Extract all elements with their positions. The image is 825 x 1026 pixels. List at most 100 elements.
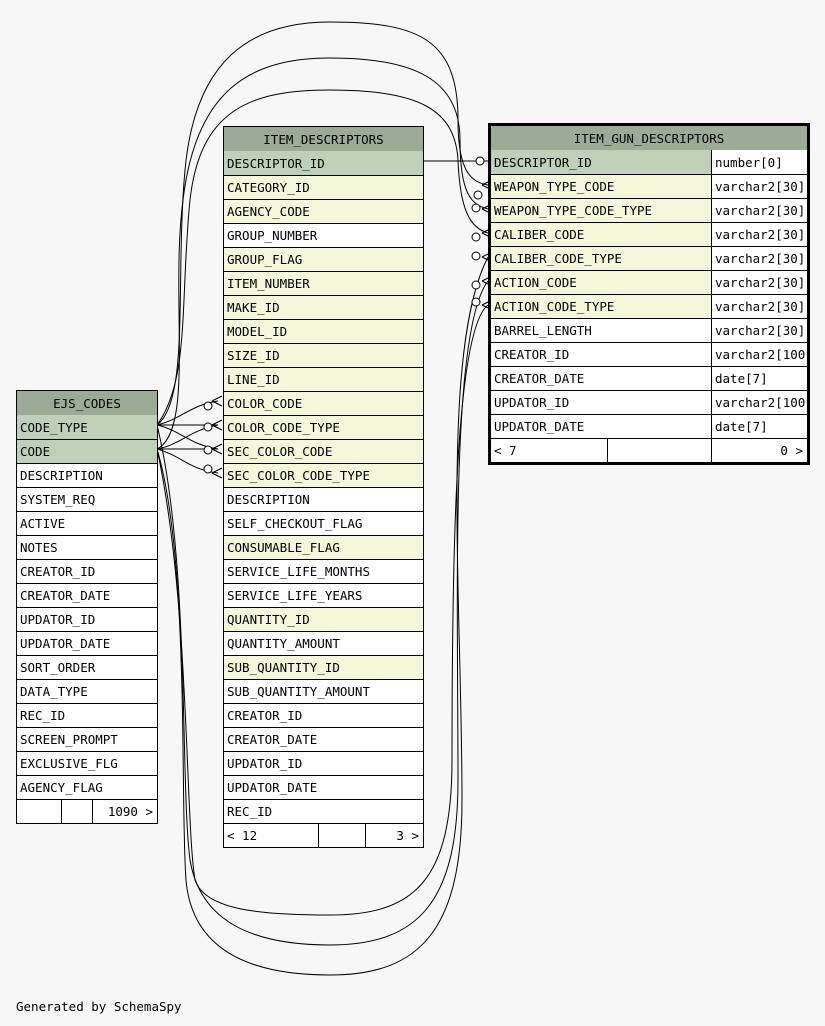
column-row[interactable]: SEC_COLOR_CODE <box>224 439 423 463</box>
column-name: CODE <box>17 440 157 463</box>
column-name: CATEGORY_ID <box>224 176 423 199</box>
edge-weapon-type-code-type <box>156 57 489 450</box>
column-row[interactable]: SEC_COLOR_CODE_TYPE <box>224 463 423 487</box>
column-row[interactable]: AGENCY_FLAG <box>17 775 157 799</box>
column-row[interactable]: SORT_ORDER <box>17 655 157 679</box>
column-type: varchar2[30] <box>711 319 807 342</box>
column-name: SUB_QUANTITY_AMOUNT <box>224 680 423 703</box>
column-name: UPDATOR_ID <box>491 391 711 414</box>
column-type: varchar2[30] <box>711 271 807 294</box>
column-type: varchar2[30] <box>711 199 807 222</box>
column-name: CALIBER_CODE <box>491 223 711 246</box>
column-row[interactable]: SYSTEM_REQ <box>17 487 157 511</box>
column-name: ACTION_CODE_TYPE <box>491 295 711 318</box>
column-row[interactable]: ACTIVE <box>17 511 157 535</box>
footer-left <box>17 800 61 823</box>
column-name: SERVICE_LIFE_YEARS <box>224 584 423 607</box>
column-row[interactable]: MODEL_ID <box>224 319 423 343</box>
column-row[interactable]: LINE_ID <box>224 367 423 391</box>
column-name: AGENCY_FLAG <box>17 776 157 799</box>
column-name: WEAPON_TYPE_CODE <box>491 175 711 198</box>
column-row[interactable]: UPDATOR_DATE <box>17 631 157 655</box>
column-name: CREATOR_DATE <box>224 728 423 751</box>
footer-left: < 12 <box>227 828 258 843</box>
column-row[interactable]: CODE <box>17 439 157 463</box>
footer-right: 3 > <box>365 824 423 847</box>
column-row[interactable]: SERVICE_LIFE_MONTHS <box>224 559 423 583</box>
footer-right: 1090 > <box>92 800 157 823</box>
column-name: EXCLUSIVE_FLG <box>17 752 157 775</box>
column-row[interactable]: UPDATOR_ID <box>224 751 423 775</box>
column-row[interactable]: SIZE_ID <box>224 343 423 367</box>
column-row[interactable]: REC_ID <box>224 799 423 823</box>
column-name: UPDATOR_ID <box>224 752 423 775</box>
column-type: varchar2[100] <box>711 343 807 366</box>
column-row[interactable]: QUANTITY_ID <box>224 607 423 631</box>
column-row[interactable]: SELF_CHECKOUT_FLAG <box>224 511 423 535</box>
column-name: SORT_ORDER <box>17 656 157 679</box>
column-row[interactable]: REC_ID <box>17 703 157 727</box>
column-type: date[7] <box>711 367 807 390</box>
column-name: DESCRIPTOR_ID <box>224 151 423 175</box>
column-row[interactable]: CREATOR_ID <box>17 559 157 583</box>
column-row[interactable]: CREATOR_DATE <box>17 583 157 607</box>
column-name: SELF_CHECKOUT_FLAG <box>224 512 423 535</box>
column-row[interactable]: SCREEN_PROMPT <box>17 727 157 751</box>
edge-action-code-type <box>156 304 489 916</box>
column-name: GROUP_FLAG <box>224 248 423 271</box>
column-row[interactable]: UPDATOR_ID <box>17 607 157 631</box>
column-row[interactable]: ITEM_NUMBER <box>224 271 423 295</box>
column-row[interactable]: DATA_TYPE <box>17 679 157 703</box>
column-row[interactable]: UPDATOR_DATE <box>224 775 423 799</box>
edge-caliber-code <box>156 89 489 426</box>
column-row[interactable]: EXCLUSIVE_FLG <box>17 751 157 775</box>
column-row[interactable]: SERVICE_LIFE_YEARS <box>224 583 423 607</box>
table-title: ITEM_DESCRIPTORS <box>224 127 423 151</box>
column-row[interactable]: NOTES <box>17 535 157 559</box>
column-row[interactable]: CREATOR_DATE <box>224 727 423 751</box>
column-name: SUB_QUANTITY_ID <box>224 656 423 679</box>
column-row[interactable]: GROUP_NUMBER <box>224 223 423 247</box>
column-row[interactable]: GROUP_FLAG <box>224 247 423 271</box>
column-type: varchar2[30] <box>711 223 807 246</box>
column-name: DESCRIPTION <box>224 488 423 511</box>
column-row[interactable]: CREATOR_ID <box>224 703 423 727</box>
column-name: BARREL_LENGTH <box>491 319 711 342</box>
column-row[interactable]: DESCRIPTION <box>224 487 423 511</box>
column-name: UPDATOR_DATE <box>224 776 423 799</box>
column-row[interactable]: CATEGORY_ID <box>224 175 423 199</box>
column-row[interactable]: CODE_TYPE <box>17 415 157 439</box>
column-name: SIZE_ID <box>224 344 423 367</box>
column-row[interactable]: CONSUMABLE_FLAG <box>224 535 423 559</box>
column-row[interactable]: SUB_QUANTITY_AMOUNT <box>224 679 423 703</box>
column-name: COLOR_CODE <box>224 392 423 415</box>
column-row[interactable]: QUANTITY_AMOUNT <box>224 631 423 655</box>
column-row[interactable]: SUB_QUANTITY_ID <box>224 655 423 679</box>
column-row[interactable]: AGENCY_CODE <box>224 199 423 223</box>
column-row[interactable]: MAKE_ID <box>224 295 423 319</box>
column-name: QUANTITY_ID <box>224 608 423 631</box>
column-row[interactable]: DESCRIPTOR_ID <box>224 151 423 175</box>
column-name: DESCRIPTION <box>17 464 157 487</box>
column-type: varchar2[100] <box>711 391 807 414</box>
column-name: SERVICE_LIFE_MONTHS <box>224 560 423 583</box>
column-row[interactable]: COLOR_CODE <box>224 391 423 415</box>
column-row[interactable]: COLOR_CODE_TYPE <box>224 415 423 439</box>
column-row[interactable]: DESCRIPTION <box>17 463 157 487</box>
